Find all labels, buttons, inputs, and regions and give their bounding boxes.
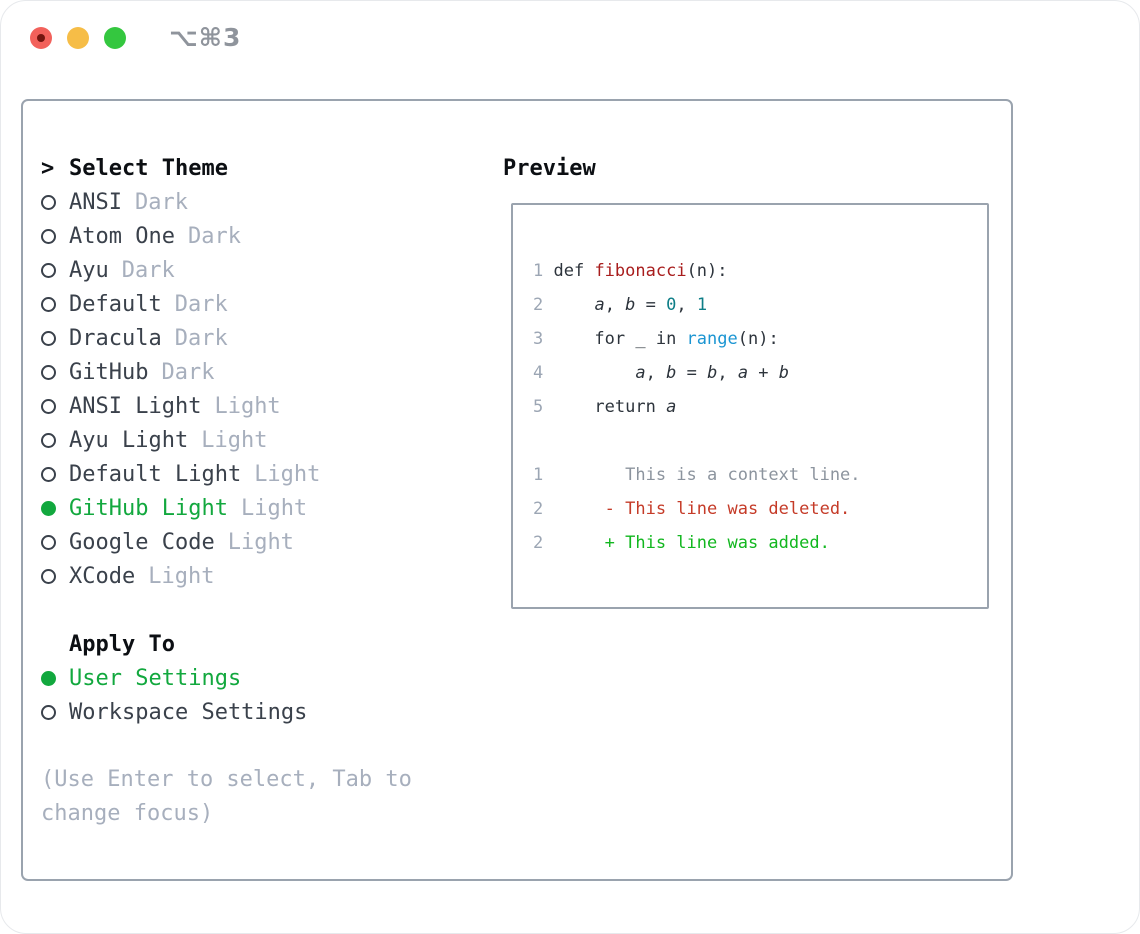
theme-variant-label: Dark (121, 257, 175, 283)
theme-variant-label: Dark (134, 189, 188, 215)
theme-option-default-light[interactable]: Default Light Light (41, 457, 481, 491)
minimize-button-icon[interactable] (67, 27, 89, 49)
apply-option-workspace-settings[interactable]: Workspace Settings (41, 695, 481, 729)
theme-variant-label: Light (214, 393, 281, 419)
radio-unselected-icon (41, 534, 56, 550)
apply-option-label: User Settings (69, 665, 242, 691)
theme-option-ansi-light[interactable]: ANSI Light Light (41, 389, 481, 423)
theme-name: Dracula (69, 325, 162, 351)
window-title-shortcut: ⌥⌘3 (169, 23, 242, 52)
radio-unselected-icon (41, 296, 56, 312)
theme-variant-label: Dark (187, 223, 241, 249)
theme-name: Default Light (69, 461, 242, 487)
close-button-icon[interactable] (30, 27, 52, 49)
apply-option-user-settings[interactable]: User Settings (41, 661, 481, 695)
spacer (41, 593, 481, 627)
help-text: (Use Enter to select, Tab to change focu… (41, 767, 412, 826)
code-line: 1 def fibonacci(n): (533, 261, 728, 281)
theme-option-ansi[interactable]: ANSI Dark (41, 185, 481, 219)
theme-variant-label: Dark (174, 325, 228, 351)
theme-variant-label: Light (240, 495, 308, 521)
theme-variant-label: Light (201, 427, 268, 453)
radio-unselected-icon (41, 432, 56, 448)
theme-option-google-code[interactable]: Google Code Light (41, 525, 481, 559)
maximize-button-icon[interactable] (104, 27, 126, 49)
radio-unselected-icon (41, 466, 56, 482)
theme-variant-label: Light (148, 563, 215, 589)
theme-name: Default (69, 291, 162, 317)
theme-name: Ayu (69, 257, 109, 283)
prompt-caret-icon: > (41, 155, 55, 181)
code-line: 5 return a (533, 397, 677, 417)
code-line: 3 for _ in range(n): (533, 329, 779, 349)
theme-option-atom-one[interactable]: Atom One Dark (41, 219, 481, 253)
theme-variant-label: Dark (161, 359, 215, 385)
theme-option-github-light[interactable]: GitHub Light Light (41, 491, 481, 525)
radio-unselected-icon (41, 398, 56, 414)
theme-name: GitHub (69, 359, 149, 385)
radio-selected-icon (41, 500, 56, 516)
code-line: 2 + This line was added. (533, 533, 830, 553)
theme-name: Atom One (69, 223, 175, 249)
radio-unselected-icon (41, 330, 56, 346)
theme-option-default[interactable]: Default Dark (41, 287, 481, 321)
theme-variant-label: Dark (174, 291, 228, 317)
code-line: 2 a, b = 0, 1 (533, 295, 708, 315)
theme-variant-label: Light (227, 529, 294, 555)
theme-name: Google Code (69, 529, 215, 555)
theme-option-ayu-light[interactable]: Ayu Light Light (41, 423, 481, 457)
theme-variant-label: Light (254, 461, 321, 487)
code-line: 1 This is a context line. (533, 465, 861, 485)
select-theme-header-row: > Select Theme (41, 151, 481, 185)
preview-box: 1 def fibonacci(n): 2 a, b = 0, 1 3 for _ … (511, 203, 989, 609)
apply-to-heading: Apply To (69, 631, 175, 657)
apply-option-label: Workspace Settings (69, 699, 308, 725)
theme-name: Ayu Light (69, 427, 189, 453)
theme-name: GitHub Light (69, 495, 228, 521)
theme-name: ANSI Light (69, 393, 202, 419)
theme-option-dracula[interactable]: Dracula Dark (41, 321, 481, 355)
radio-unselected-icon (41, 194, 56, 210)
code-line (533, 424, 987, 458)
radio-selected-icon (41, 670, 56, 686)
theme-name: XCode (69, 563, 136, 589)
radio-unselected-icon (41, 704, 56, 720)
preview-column: Preview 1 def fibonacci(n): 2 a, b = 0, 1… (503, 151, 989, 609)
theme-name: ANSI (69, 189, 122, 215)
radio-unselected-icon (41, 228, 56, 244)
traffic-lights (30, 27, 126, 49)
code-line: 2 - This line was deleted. (533, 499, 851, 519)
code-line: 4 a, b = b, a + b (533, 363, 790, 383)
select-theme-heading: Select Theme (69, 155, 228, 181)
radio-unselected-icon (41, 364, 56, 380)
theme-option-ayu[interactable]: Ayu Dark (41, 253, 481, 287)
theme-option-xcode[interactable]: XCode Light (41, 559, 481, 593)
close-dot-icon (37, 34, 45, 42)
code-preview: 1 def fibonacci(n): 2 a, b = 0, 1 3 for _ … (513, 205, 987, 560)
preview-heading: Preview (503, 155, 596, 181)
apply-to-header-row: Apply To (41, 627, 481, 661)
radio-unselected-icon (41, 262, 56, 278)
radio-unselected-icon (41, 568, 56, 584)
theme-option-github[interactable]: GitHub Dark (41, 355, 481, 389)
